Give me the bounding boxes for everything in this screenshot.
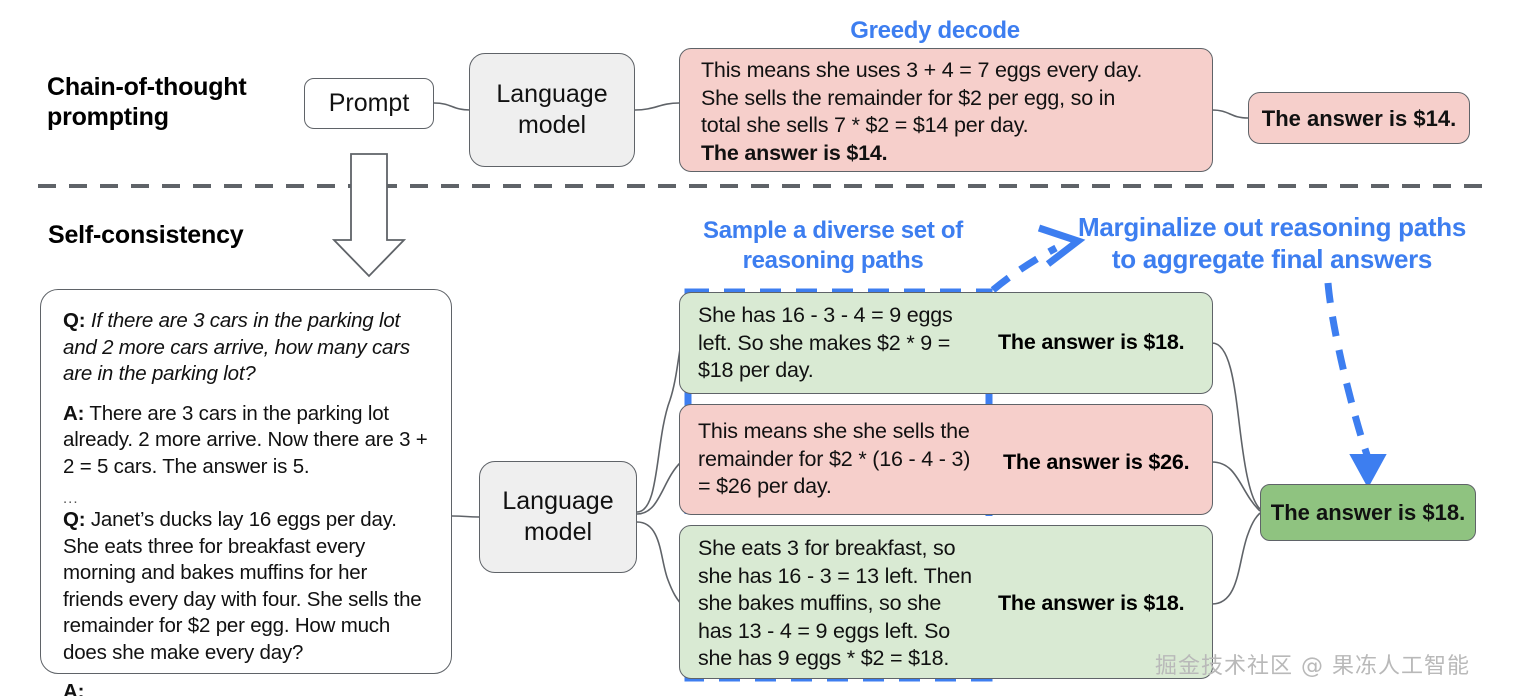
connector-prompt-to-model — [433, 102, 471, 111]
marginalize-caption-line1: Marginalize out reasoning paths — [1078, 212, 1466, 242]
connector-output-to-answer — [1211, 109, 1249, 119]
path-3-line-1: She eats 3 for breakfast, so — [698, 536, 956, 560]
reasoning-path-box-1: She has 16 - 3 - 4 = 9 eggs left. So she… — [679, 292, 1213, 394]
prompt-card-q2-text: Janet’s ducks lay 16 eggs per day. She e… — [63, 508, 422, 664]
marginalize-arrow-shaft-1 — [990, 244, 1058, 293]
path-1-line-3: $18 per day. — [698, 358, 814, 382]
prompt-card-a1-text: There are 3 cars in the parking lot alre… — [63, 401, 428, 478]
reasoning-path-3-text: She eats 3 for breakfast, so she has 16 … — [698, 535, 972, 673]
connector-path2-to-final — [1211, 461, 1261, 512]
connector-path3-to-final — [1211, 512, 1261, 605]
greedy-decode-output-box: This means she uses 3 + 4 = 7 eggs every… — [679, 48, 1213, 172]
greedy-decode-caption-text: Greedy decode — [850, 17, 1020, 44]
greedy-decode-caption: Greedy decode — [740, 16, 1130, 46]
sample-paths-caption-line1: Sample a diverse set of — [703, 217, 963, 244]
path-3-line-2: she has 16 - 3 = 13 left. Then — [698, 563, 972, 588]
sample-paths-caption-line2: reasoning paths — [742, 247, 924, 274]
path-1-line-1: She has 16 - 3 - 4 = 9 eggs — [698, 303, 953, 327]
cot-title-line2: prompting — [47, 103, 169, 131]
reasoning-path-box-2: This means she she sells the remainder f… — [679, 404, 1213, 515]
greedy-decode-output-text: This means she uses 3 + 4 = 7 eggs every… — [701, 57, 1142, 167]
reasoning-path-1-answer: The answer is $18. — [998, 330, 1185, 354]
prompt-card-ellipsis: ... — [63, 490, 79, 507]
prompt-card-q2: Q: Janet’s ducks lay 16 eggs per day. Sh… — [63, 507, 431, 666]
connector-model-to-output — [634, 102, 680, 111]
aggregated-answer-text: The answer is $18. — [1270, 500, 1466, 525]
prompt-card-q1-label: Q: — [63, 309, 86, 332]
reasoning-path-box-3: She eats 3 for breakfast, so she has 16 … — [679, 525, 1213, 679]
reasoning-path-1-text: She has 16 - 3 - 4 = 9 eggs left. So she… — [698, 302, 953, 385]
marginalize-caption: Marginalize out reasoning paths to aggre… — [1066, 211, 1478, 275]
path-2-line-2: remainder for $2 * (16 - 4 - 3) — [698, 446, 971, 471]
greedy-line-1: This means she uses 3 + 4 = 7 eggs every… — [701, 58, 1143, 82]
connector-model-to-path2 — [636, 461, 682, 515]
reasoning-path-2-answer: The answer is $26. — [1003, 450, 1190, 474]
connector-model-to-path1 — [636, 342, 682, 513]
greedy-line-4-answer: The answer is $14. — [701, 140, 888, 165]
cot-final-answer-text: The answer is $14. — [1261, 105, 1457, 131]
language-model-node-top[interactable]: Language model — [469, 53, 635, 167]
self-consistency-prompt-card[interactable]: Q: If there are 3 cars in the parking lo… — [40, 289, 452, 696]
marginalize-caption-line2: to aggregate final answers — [1111, 244, 1433, 274]
language-model-top-line1: Language — [496, 80, 608, 108]
path-3-line-5: she has 9 eggs * $2 = $18. — [698, 646, 950, 670]
path-3-line-4: has 13 - 4 = 9 eggs left. So — [698, 618, 950, 643]
path-2-line-3: = $26 per day. — [698, 474, 832, 498]
sc-title-text: Self-consistency — [48, 221, 244, 249]
section-title-chain-of-thought: Chain-of-thought prompting — [47, 72, 327, 132]
section-title-self-consistency: Self-consistency — [48, 220, 368, 250]
prompt-node-label: Prompt — [328, 89, 410, 117]
reasoning-path-3-answer: The answer is $18. — [998, 591, 1185, 615]
cot-final-answer-box: The answer is $14. — [1248, 92, 1470, 144]
prompt-card-q1: Q: If there are 3 cars in the parking lo… — [63, 308, 431, 388]
prompt-node[interactable]: Prompt — [304, 78, 434, 129]
cot-title-line1: Chain-of-thought — [47, 73, 247, 101]
connector-card-to-model — [451, 515, 480, 518]
language-model-node-bottom[interactable]: Language model — [479, 461, 637, 573]
path-3-line-3: she bakes muffins, so she — [698, 591, 942, 615]
sample-paths-caption: Sample a diverse set of reasoning paths — [668, 216, 998, 276]
language-model-bottom-line1: Language — [502, 487, 614, 515]
prompt-card-a2-label: A: — [63, 680, 85, 696]
reasoning-path-2-text: This means she she sells the remainder f… — [698, 418, 970, 501]
connector-path1-to-final — [1211, 342, 1261, 510]
prompt-card-a1-label: A: — [63, 401, 85, 425]
language-model-bottom-line2: model — [523, 518, 593, 546]
connector-model-to-path3 — [636, 521, 682, 605]
aggregated-answer-box: The answer is $18. — [1260, 484, 1476, 541]
path-1-line-2: left. So she makes $2 * 9 = — [698, 330, 951, 355]
marginalize-arrow-head-2 — [1349, 454, 1387, 489]
prompt-card-q1-text: If there are 3 cars in the parking lot a… — [63, 309, 410, 385]
greedy-line-3: total she sells 7 * $2 = $14 per day. — [701, 113, 1029, 137]
marginalize-arrow-shaft-2 — [1324, 282, 1371, 457]
prompt-card-q2-label: Q: — [63, 508, 86, 531]
watermark: 掘金技术社区 @ 果冻人工智能 — [1155, 654, 1470, 679]
path-2-line-1: This means she she sells the — [698, 419, 970, 443]
greedy-line-2: She sells the remainder for $2 per egg, … — [701, 85, 1116, 110]
block-arrow-down — [331, 153, 407, 278]
language-model-top-line2: model — [517, 111, 587, 139]
prompt-card-a1: A: There are 3 cars in the parking lot a… — [63, 401, 431, 481]
